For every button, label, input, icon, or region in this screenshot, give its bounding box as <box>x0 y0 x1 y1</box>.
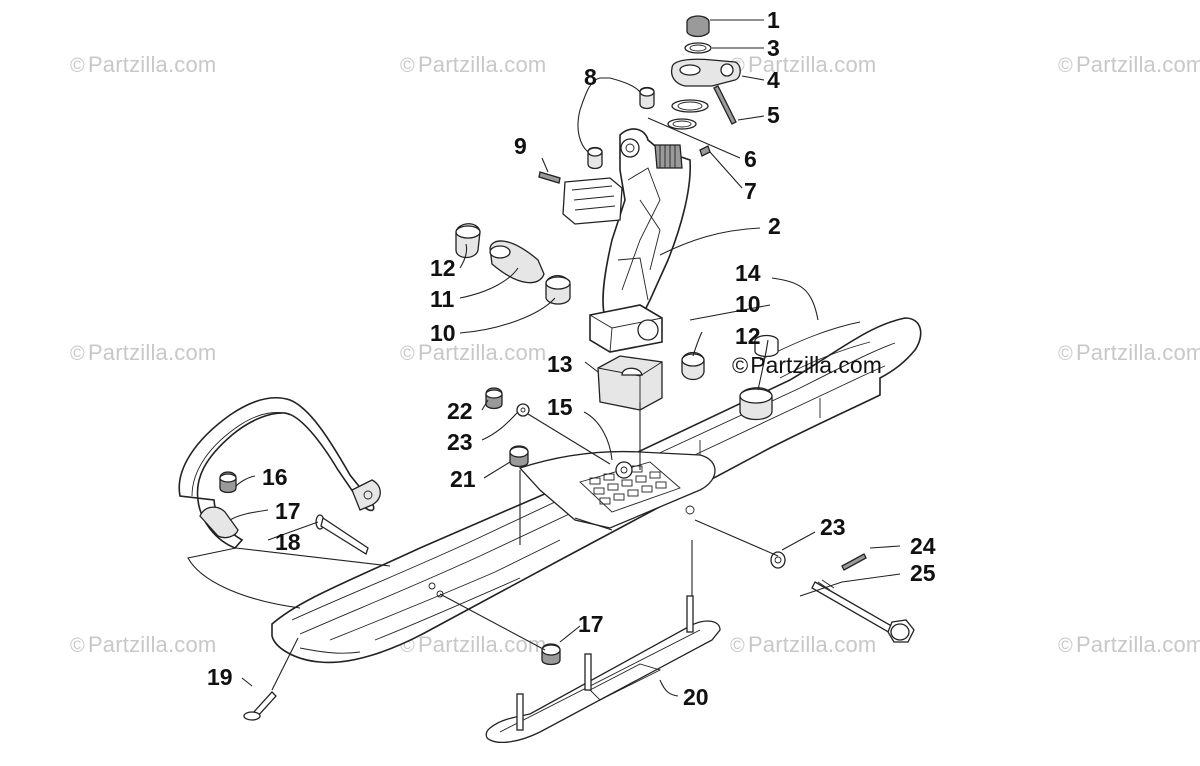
callout-12: 12 <box>430 255 456 281</box>
callout-17: 17 <box>578 611 604 637</box>
callout-21: 21 <box>450 466 476 492</box>
callout-19: 19 <box>207 664 233 690</box>
callout-7: 7 <box>744 178 757 204</box>
callout-25: 25 <box>910 560 936 586</box>
top-hardware <box>667 15 741 157</box>
callout-5: 5 <box>767 102 780 128</box>
callout-4: 4 <box>767 67 780 93</box>
callout-10: 10 <box>430 320 456 346</box>
callout-13: 13 <box>547 351 573 377</box>
left-bushings <box>455 223 571 305</box>
watermark: ©Partzilla.com <box>730 632 877 657</box>
callout-14: 14 <box>735 260 761 286</box>
callout-23: 23 <box>447 429 473 455</box>
watermark: ©Partzilla.com <box>70 52 217 77</box>
callout-6: 6 <box>744 146 757 172</box>
bushings-8 <box>587 86 655 170</box>
callout-1: 1 <box>767 7 780 33</box>
callout-2: 2 <box>768 213 781 239</box>
callout-9: 9 <box>514 133 527 159</box>
callout-18: 18 <box>275 529 301 555</box>
spindle <box>589 128 692 353</box>
callout-11: 11 <box>430 286 455 312</box>
watermark: ©Partzilla.com <box>730 52 877 77</box>
watermark: ©Partzilla.com <box>70 632 217 657</box>
damper-13 <box>597 355 663 411</box>
watermark: ©Partzilla.com <box>1058 632 1200 657</box>
watermark: ©Partzilla.com <box>1058 52 1200 77</box>
bolts <box>243 514 915 721</box>
callout-24: 24 <box>910 533 936 559</box>
callout-3: 3 <box>767 35 780 61</box>
callout-20: 20 <box>683 684 709 710</box>
callout-16: 16 <box>262 464 288 490</box>
ski-loop <box>178 397 381 549</box>
watermark: ©Partzilla.com <box>400 52 547 77</box>
callout-15: 15 <box>547 394 573 420</box>
callout-23: 23 <box>820 514 846 540</box>
callout-17: 17 <box>275 498 301 524</box>
callout-10: 10 <box>735 291 761 317</box>
callout-22: 22 <box>447 398 473 424</box>
small-hardware <box>219 387 786 666</box>
partzilla-brand-label: ©Partzilla.com <box>732 352 882 378</box>
watermark: ©Partzilla.com <box>1058 340 1200 365</box>
right-bushings <box>681 334 779 421</box>
leader-lines <box>187 19 901 697</box>
wear-bar <box>485 595 721 743</box>
watermark: ©Partzilla.com <box>400 340 547 365</box>
callout-8: 8 <box>584 64 597 90</box>
watermark: ©Partzilla.com <box>70 340 217 365</box>
callout-12: 12 <box>735 323 761 349</box>
bolt-9-plate <box>538 171 623 225</box>
